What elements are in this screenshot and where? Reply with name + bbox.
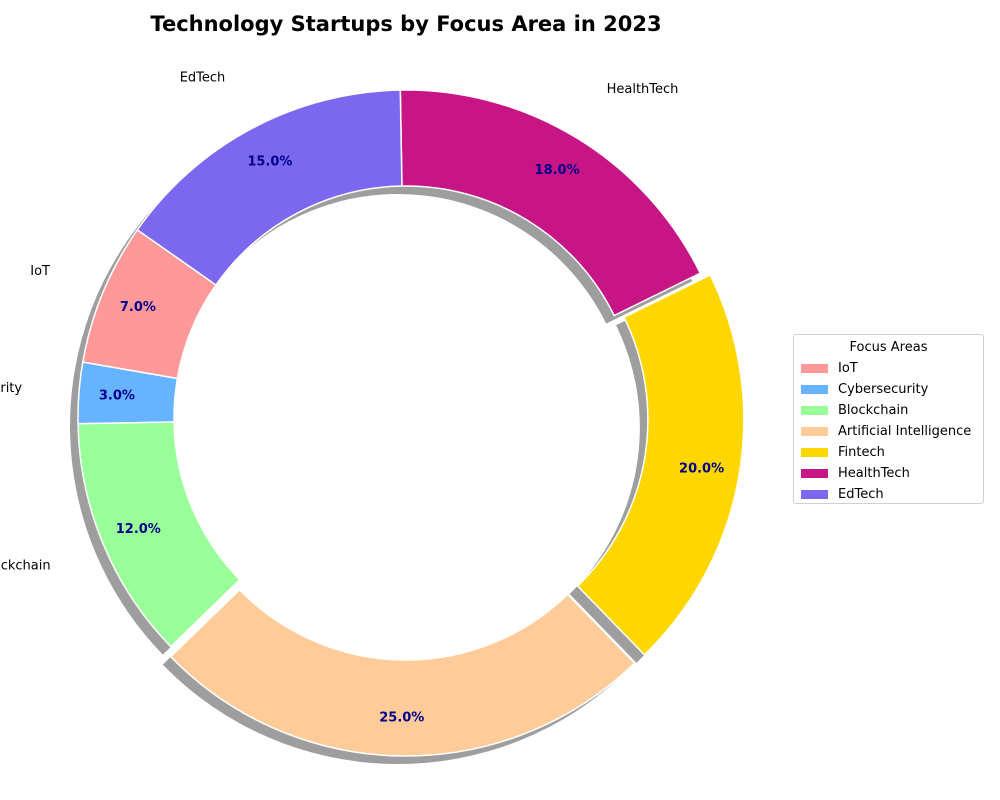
- slice-label-cybersecurity: Cybersecurity: [0, 381, 22, 396]
- legend-swatch-iot: [801, 364, 828, 373]
- slice-blockchain: [77, 421, 241, 648]
- legend-swatch-blockchain: [801, 406, 828, 415]
- legend-label-artificial-intelligence: Artificial Intelligence: [838, 424, 972, 439]
- legend-swatch-healthtech: [801, 469, 828, 478]
- percent-label-fintech: 20.0%: [679, 462, 724, 477]
- slice-fintech: [576, 273, 745, 656]
- legend-label-blockchain: Blockchain: [838, 403, 909, 418]
- slice-label-healthtech: HealthTech: [607, 82, 679, 97]
- legend-label-healthtech: HealthTech: [838, 466, 910, 481]
- percent-label-blockchain: 12.0%: [116, 522, 161, 537]
- legend-item-cybersecurity: Cybersecurity: [801, 379, 976, 400]
- legend-title: Focus Areas: [849, 340, 928, 355]
- legend-swatch-cybersecurity: [801, 385, 828, 394]
- percent-label-edtech: 15.0%: [247, 154, 292, 169]
- legend-label-iot: IoT: [838, 361, 858, 376]
- legend-item-fintech: Fintech: [801, 442, 976, 463]
- legend-label-fintech: Fintech: [838, 445, 885, 460]
- legend-item-edtech: EdTech: [801, 484, 976, 505]
- percent-label-iot: 7.0%: [120, 300, 156, 315]
- legend-item-iot: IoT: [801, 358, 976, 379]
- percent-label-cybersecurity: 3.0%: [99, 388, 135, 403]
- slice-label-blockchain: Blockchain: [0, 559, 51, 574]
- slice-wedges: [77, 89, 745, 757]
- percent-label-healthtech: 18.0%: [535, 163, 580, 178]
- legend-item-artificial-intelligence: Artificial Intelligence: [801, 421, 976, 442]
- legend-swatch-fintech: [801, 448, 828, 457]
- slice-healthtech: [399, 89, 702, 317]
- slice-label-edtech: EdTech: [180, 71, 226, 86]
- slice-artificial-intelligence: [169, 588, 636, 757]
- legend-label-cybersecurity: Cybersecurity: [838, 382, 929, 397]
- percent-label-artificial-intelligence: 25.0%: [379, 711, 424, 726]
- legend-swatch-artificial-intelligence: [801, 427, 828, 436]
- chart-title: Technology Startups by Focus Area in 202…: [150, 12, 661, 36]
- slice-edtech: [136, 89, 403, 286]
- legend-swatch-edtech: [801, 490, 828, 499]
- legend-item-healthtech: HealthTech: [801, 463, 976, 484]
- slice-label-iot: IoT: [30, 264, 50, 279]
- legend-label-edtech: EdTech: [838, 487, 884, 502]
- legend-item-blockchain: Blockchain: [801, 400, 976, 421]
- slice-labels: 7.0% IoT 3.0% Cybersecurity 12.0% Blockchain 2…: [0, 71, 842, 726]
